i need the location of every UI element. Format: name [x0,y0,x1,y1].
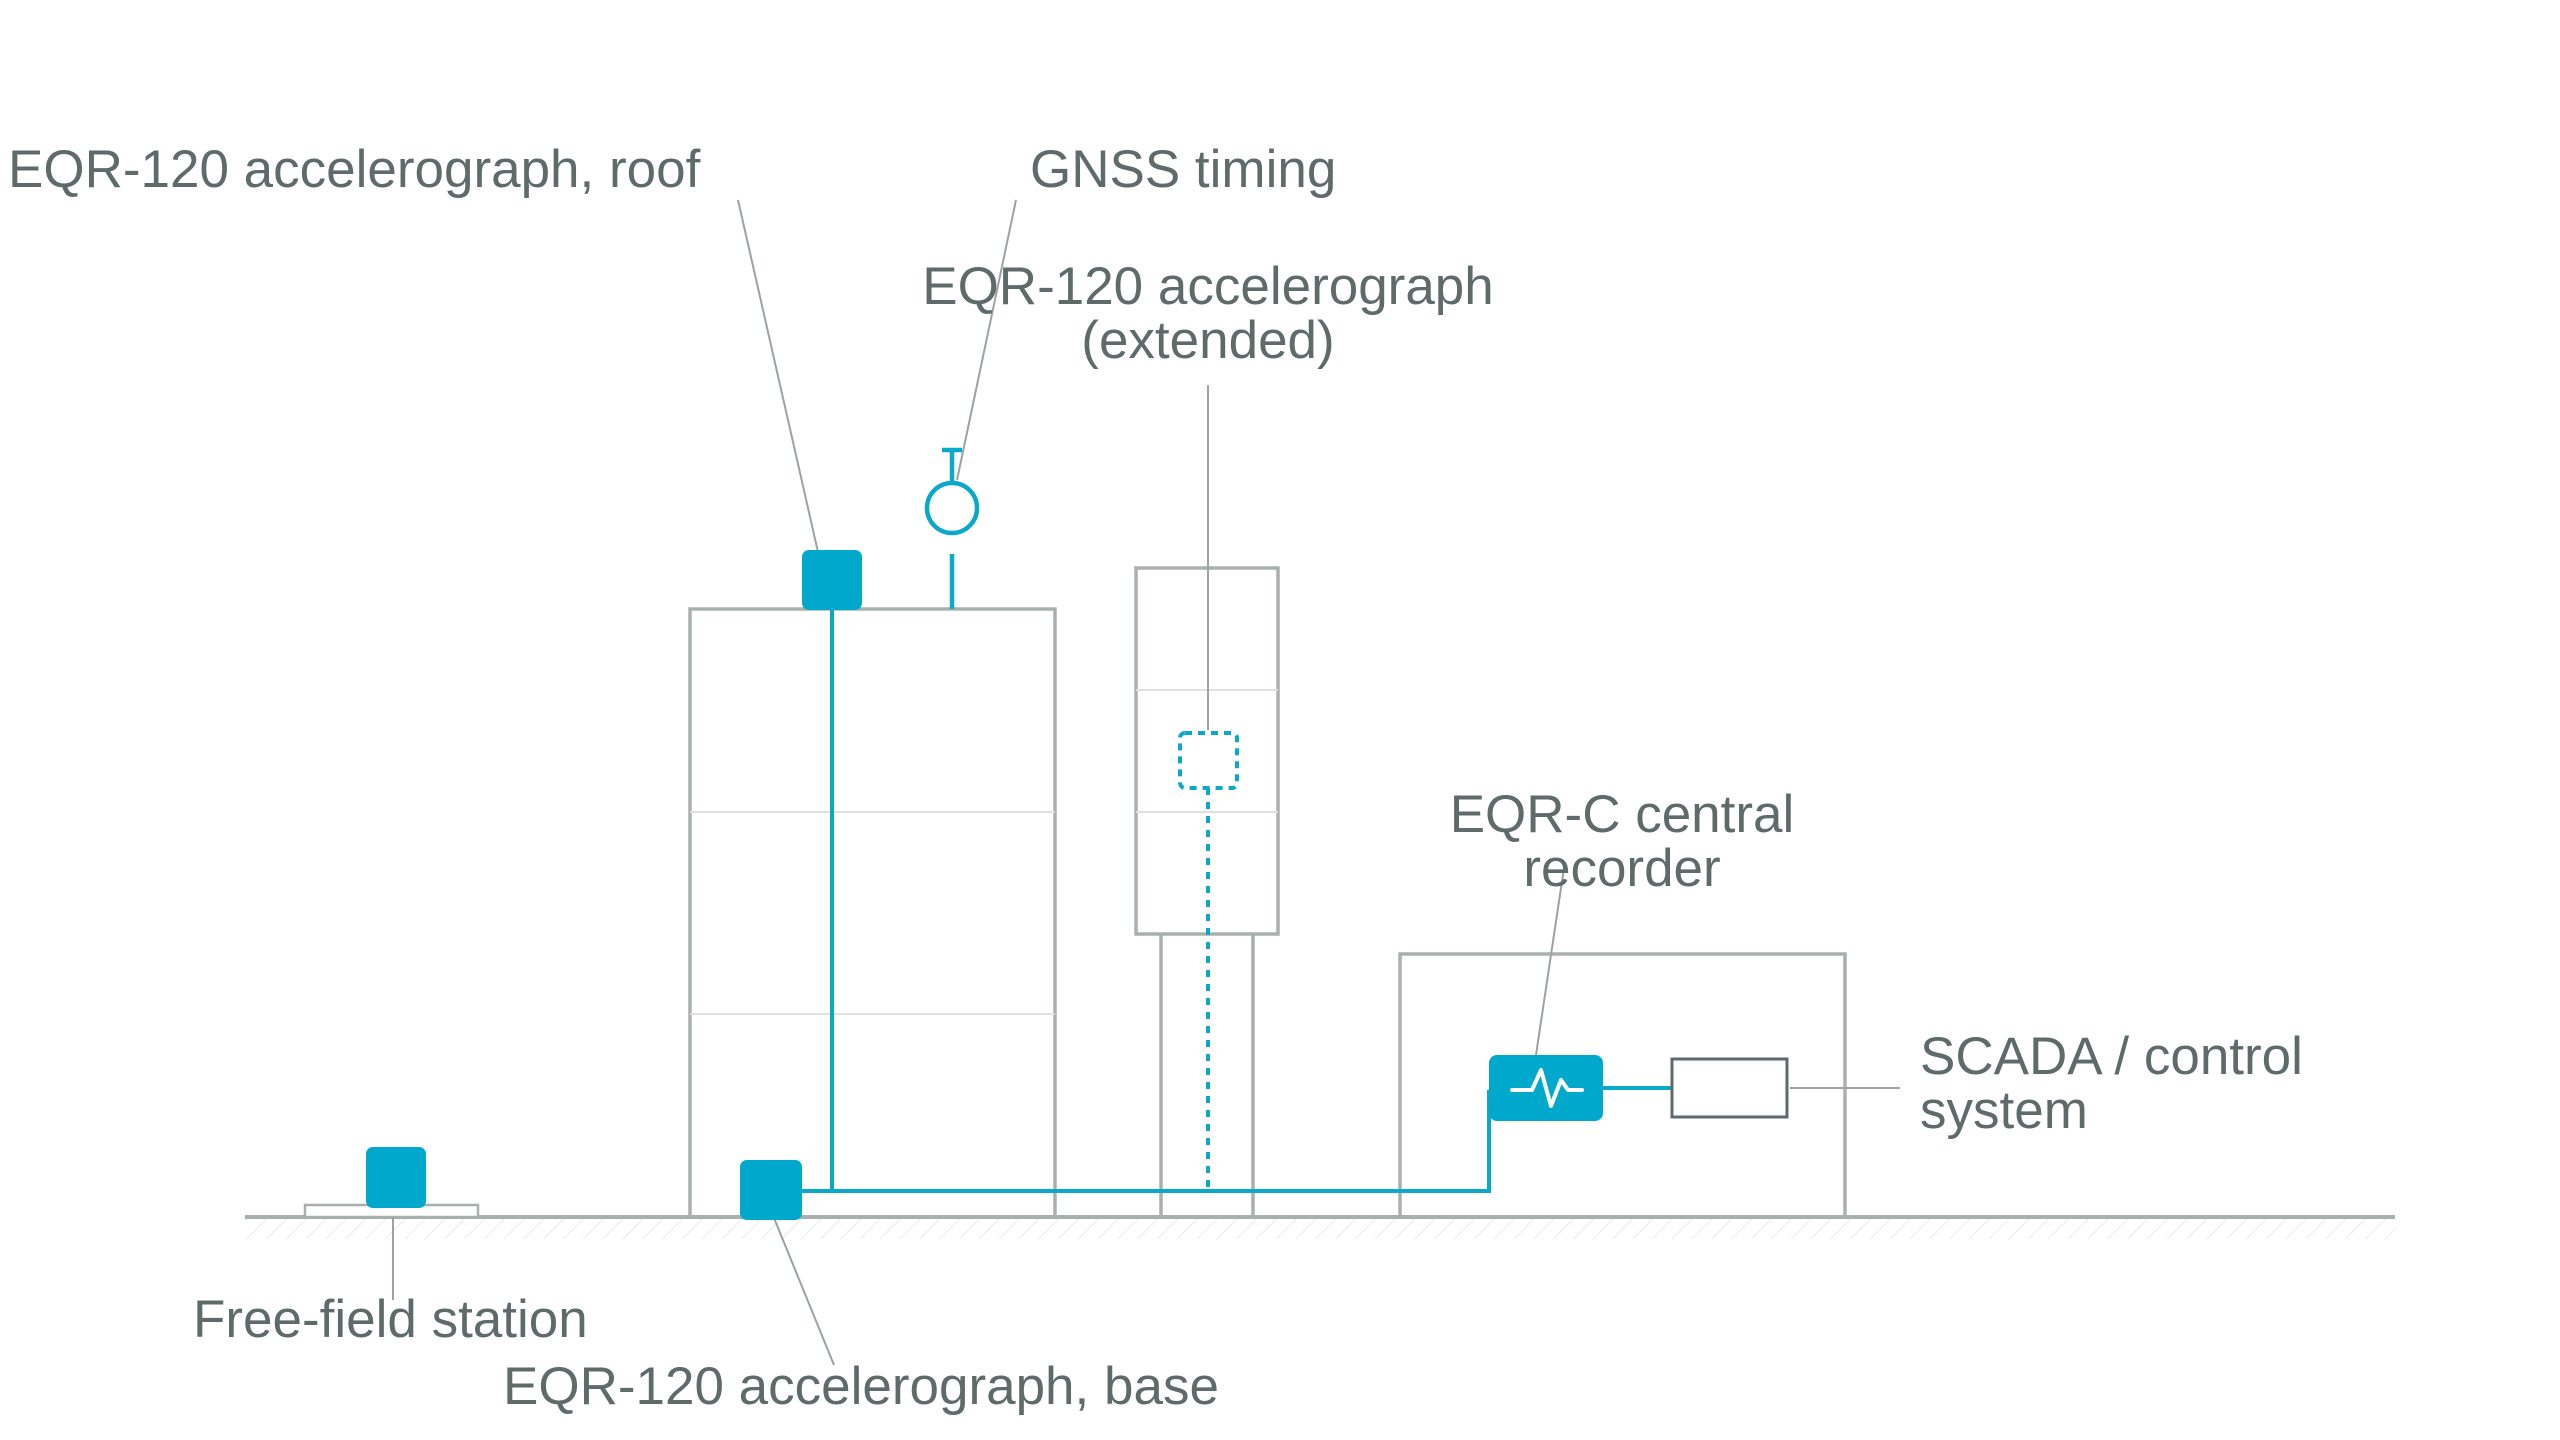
leader-gnss [956,199,1017,481]
accelerograph-roof [802,550,862,610]
accelerograph-base [740,1160,802,1220]
control-room [1398,952,1847,1219]
label-central-line2: recorder [1523,839,1720,898]
leader-base [773,1217,835,1366]
label-extended-line1: EQR-120 accelerograph [922,257,1494,316]
scada-box [1670,1057,1789,1119]
accelerograph-extended [1178,731,1239,790]
antenna-icon [924,447,980,609]
tall-building [688,607,1057,1219]
label-free-field: Free-field station [193,1290,588,1349]
leader-central [1535,867,1565,1056]
ground-hatch [245,1217,2395,1239]
accelerograph-free-field [366,1147,426,1208]
label-roof: EQR-120 accelerograph, roof [8,140,701,199]
label-extended-line2: (extended) [1081,311,1334,370]
central-recorder [1489,1055,1603,1121]
label-base: EQR-120 accelerograph, base [503,1357,1219,1416]
label-gnss: GNSS timing [1030,140,1336,199]
label-scada-line2: system [1920,1081,2088,1140]
waveform-icon [1510,1068,1584,1108]
label-central-line1: EQR-C central [1450,785,1795,844]
cable-base-to-recorder [800,1090,1491,1193]
label-scada-line1: SCADA / control [1920,1027,2303,1086]
leader-roof [737,199,819,553]
